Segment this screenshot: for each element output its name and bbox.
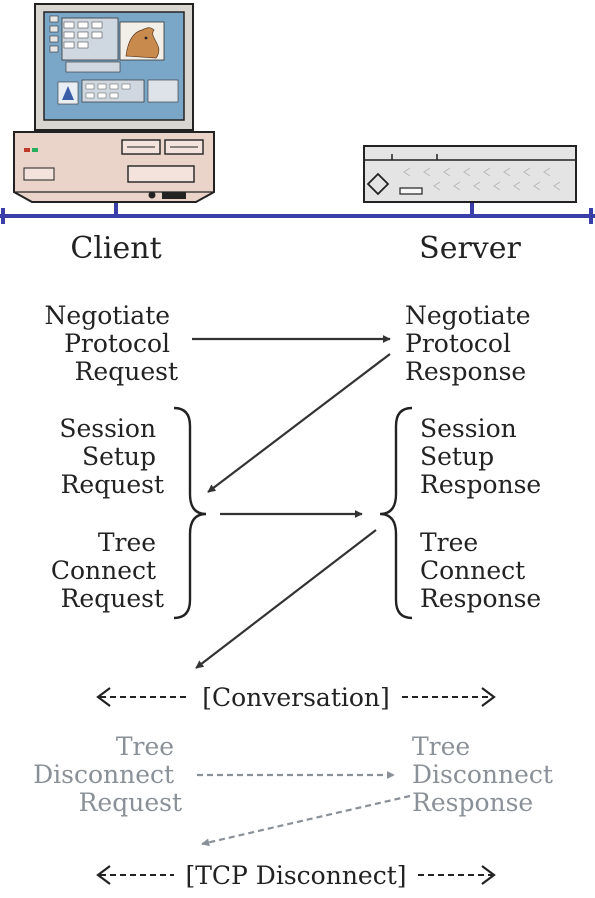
tcp-disconnect-label: [TCP Disconnect] [185, 861, 406, 890]
tree-connect-response-arrow [195, 529, 377, 669]
negotiate-response-arrow [207, 353, 391, 493]
tree-connect-request-label: Tree Connect Request [51, 528, 164, 613]
tree-disconnect-response-arrow [201, 794, 411, 847]
session-request-label: Session Setup Request [59, 414, 164, 499]
server-brace [379, 406, 413, 620]
tree-disconnect-response-label: Tree Disconnect Response [412, 732, 561, 817]
tree-connect-response-label: Tree Connect Response [420, 528, 541, 613]
tree-disconnect-request-label: Tree Disconnect Request [33, 732, 182, 817]
network-bus [0, 200, 595, 224]
negotiate-request-label: Negotiate Protocol Request [45, 301, 178, 386]
session-response-label: Session Setup Response [420, 414, 541, 499]
client-label: Client [70, 231, 161, 266]
client-brace [173, 406, 207, 620]
client-computer-icon [13, 3, 215, 203]
conversation-row [96, 687, 496, 707]
server-label: Server [419, 231, 521, 266]
server-icon [363, 145, 577, 203]
conversation-label: [Conversation] [202, 683, 390, 712]
negotiate-response-label: Negotiate Protocol Response [405, 301, 538, 386]
desktop-screen [49, 15, 179, 105]
tcp-disconnect-row [96, 865, 496, 885]
